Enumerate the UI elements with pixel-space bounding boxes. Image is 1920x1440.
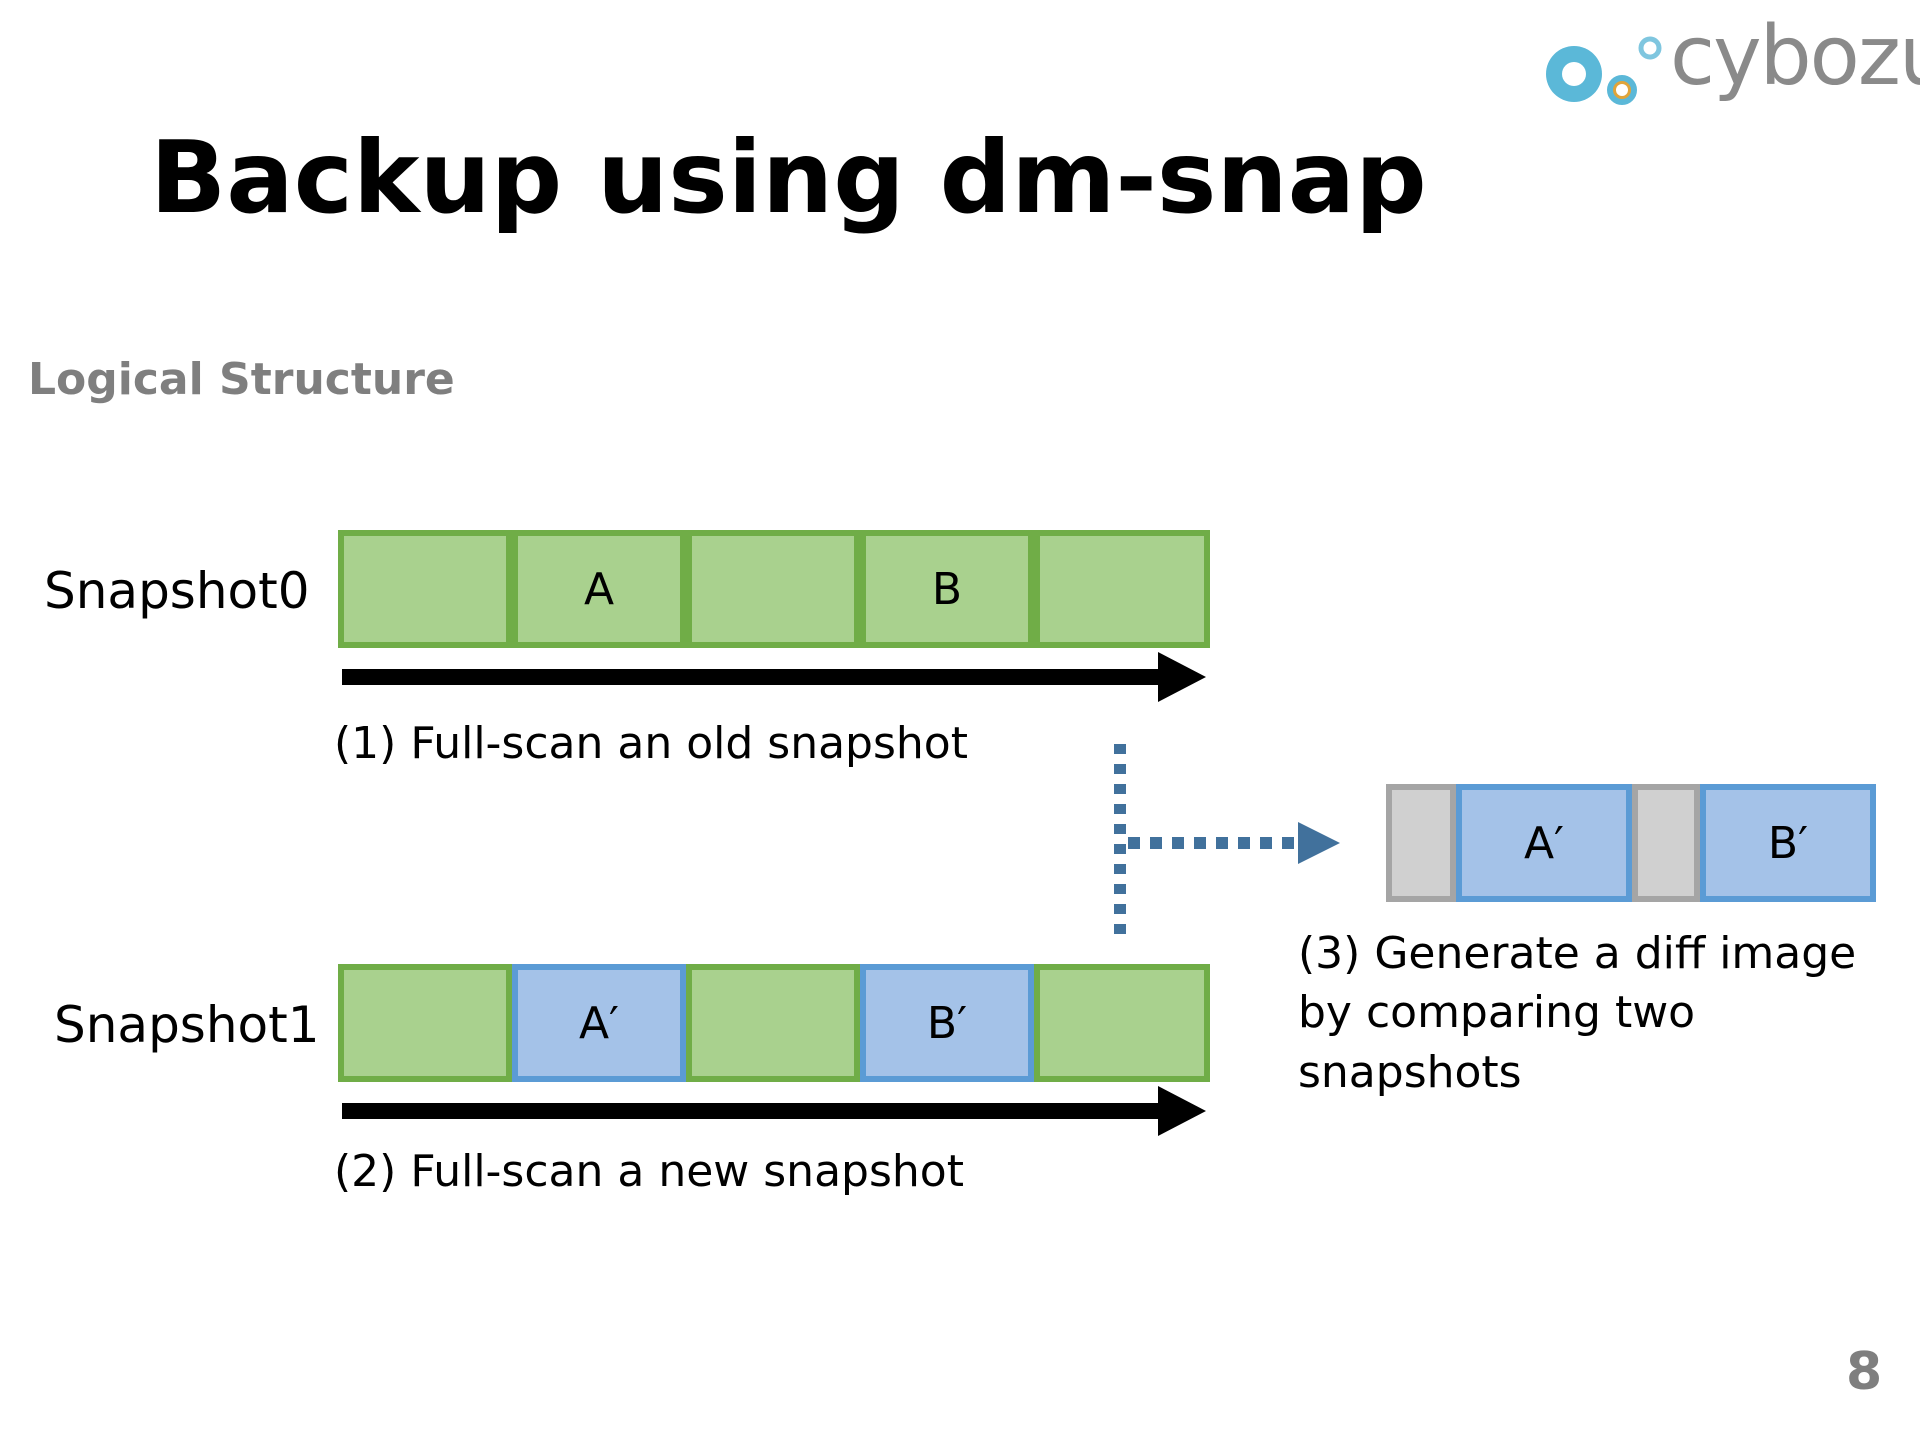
dotted-connector bbox=[1114, 744, 1340, 944]
snapshot1-block bbox=[686, 964, 860, 1082]
snapshot1-blocks: A′ B′ bbox=[338, 964, 1210, 1082]
cybozu-logo bbox=[1538, 28, 1898, 128]
snapshot0-block: A bbox=[512, 530, 686, 648]
page-number: 8 bbox=[1846, 1342, 1883, 1402]
step2-caption: (2) Full-scan a new snapshot bbox=[334, 1146, 964, 1197]
step1-caption: (1) Full-scan an old snapshot bbox=[334, 718, 968, 769]
step3-caption-line2: by comparing two snapshots bbox=[1298, 987, 1696, 1098]
snapshot0-block: B bbox=[860, 530, 1034, 648]
slide-title: Backup using dm-snap bbox=[150, 119, 1427, 236]
snapshot0-blocks: A B bbox=[338, 530, 1210, 648]
snapshot0-label: Snapshot0 bbox=[44, 562, 310, 620]
diff-image-blocks: A′ B′ bbox=[1386, 784, 1876, 902]
snapshot1-label: Snapshot1 bbox=[54, 996, 320, 1054]
diff-empty-block bbox=[1632, 784, 1700, 902]
scan-arrow-2 bbox=[342, 1086, 1206, 1136]
logo-wordmark: cybozu bbox=[1670, 9, 1920, 104]
snapshot1-changed-block: A′ bbox=[512, 964, 686, 1082]
snapshot1-changed-block: B′ bbox=[860, 964, 1034, 1082]
diff-changed-block: A′ bbox=[1456, 784, 1632, 902]
diff-empty-block bbox=[1386, 784, 1456, 902]
logo-circles-icon bbox=[1546, 36, 1662, 105]
snapshot1-block bbox=[1034, 964, 1210, 1082]
diff-changed-block: B′ bbox=[1700, 784, 1876, 902]
snapshot0-block bbox=[338, 530, 512, 648]
snapshot1-block bbox=[338, 964, 512, 1082]
step3-caption: (3) Generate a diff image by comparing t… bbox=[1298, 924, 1920, 1102]
snapshot0-block bbox=[1034, 530, 1210, 648]
scan-arrow-1 bbox=[342, 652, 1206, 702]
step3-caption-line1: (3) Generate a diff image bbox=[1298, 928, 1857, 979]
section-subtitle: Logical Structure bbox=[28, 354, 455, 405]
snapshot0-block bbox=[686, 530, 860, 648]
